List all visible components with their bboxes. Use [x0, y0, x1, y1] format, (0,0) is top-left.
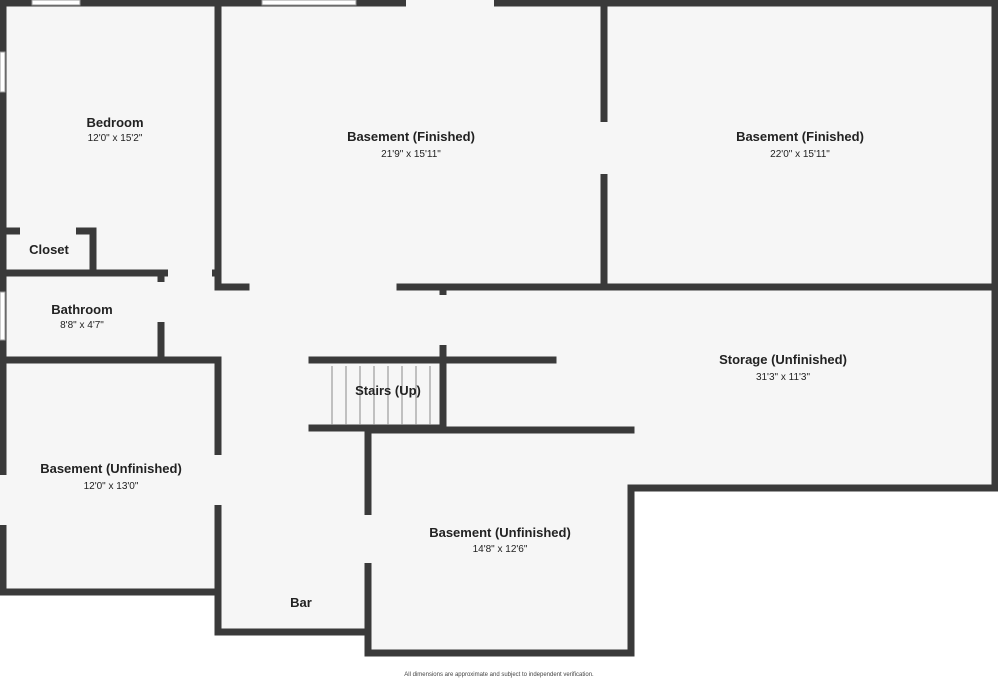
room-name-bar: Bar: [290, 595, 312, 610]
room-name-bedroom: Bedroom: [86, 115, 143, 130]
room-dims-storage: 31'3" x 11'3": [756, 372, 811, 383]
room-dims-bathroom: 8'8" x 4'7": [60, 320, 104, 331]
footer-disclaimer: All dimensions are approximate and subje…: [404, 672, 594, 678]
room-name-basement-finished-right: Basement (Finished): [736, 129, 864, 144]
room-name-storage: Storage (Unfinished): [719, 352, 847, 367]
room-name-bathroom: Bathroom: [51, 302, 112, 317]
room-labels: Bedroom 12'0" x 15'2" Closet Bathroom 8'…: [29, 115, 864, 678]
room-name-basement-unfinished-center: Basement (Unfinished): [429, 525, 571, 540]
room-name-basement-finished-center: Basement (Finished): [347, 129, 475, 144]
room-dims-bedroom: 12'0" x 15'2": [88, 133, 143, 144]
stairs-treads: [331, 366, 431, 425]
room-name-basement-unfinished-left: Basement (Unfinished): [40, 461, 182, 476]
room-name-stairs: Stairs (Up): [355, 383, 421, 398]
room-name-closet: Closet: [29, 242, 69, 257]
floor-fill: [3, 3, 998, 653]
room-dims-basement-unfinished-center: 14'8" x 12'6": [473, 544, 528, 555]
room-dims-basement-finished-center: 21'9" x 15'11": [381, 149, 441, 160]
room-dims-basement-unfinished-left: 12'0" x 13'0": [84, 481, 139, 492]
windows: [0, 0, 357, 341]
door-openings: [0, 0, 609, 563]
room-dims-basement-finished-right: 22'0" x 15'11": [770, 149, 830, 160]
